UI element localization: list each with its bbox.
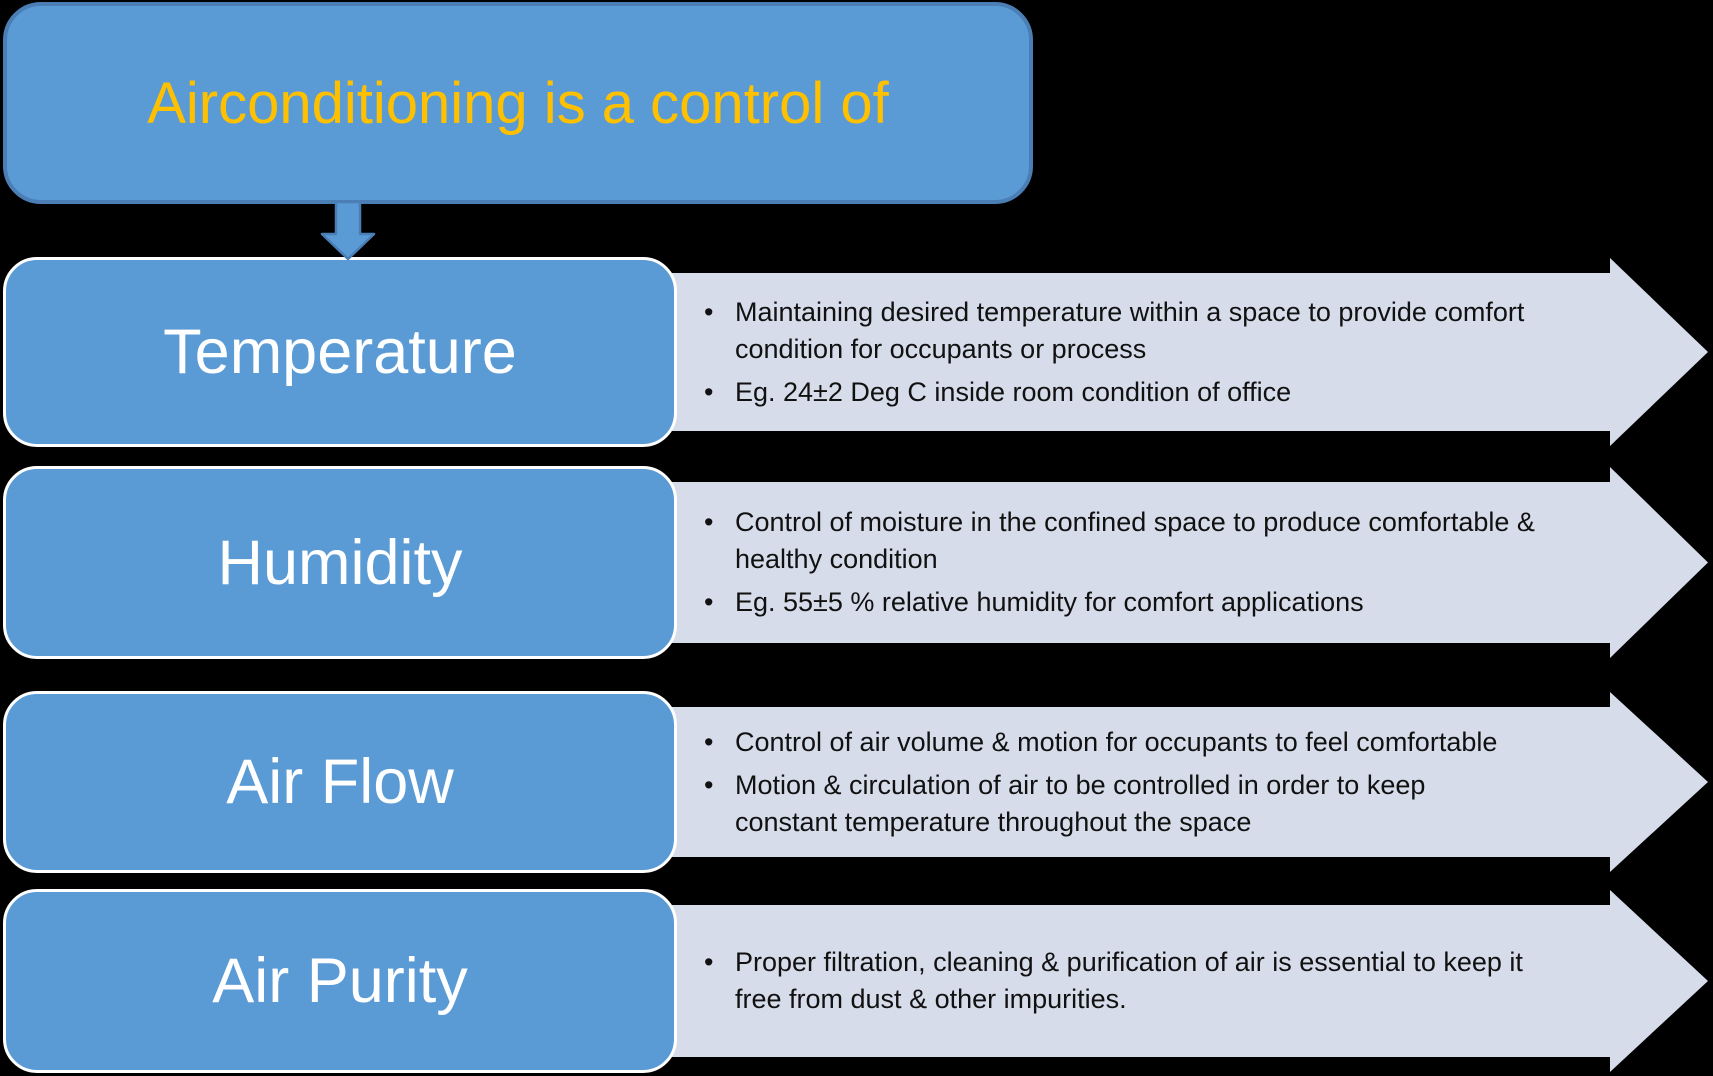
category-label: Air Flow (226, 747, 454, 817)
right-arrow-callout: Control of air volume & motion for occup… (648, 692, 1708, 872)
category-label: Air Purity (212, 946, 468, 1016)
bullet-item: Motion & circulation of air to be contro… (698, 767, 1613, 841)
category-box-temperature: Temperature (3, 257, 677, 447)
category-label: Humidity (217, 527, 463, 598)
down-arrow-icon (320, 201, 376, 261)
bullet-item: Maintaining desired temperature within a… (698, 294, 1613, 368)
bullet-list: Control of moisture in the confined spac… (648, 498, 1708, 627)
category-box-humidity: Humidity (3, 466, 677, 659)
bullet-list: Proper filtration, cleaning & purificati… (648, 938, 1708, 1024)
title-box: Airconditioning is a control of (3, 2, 1033, 204)
right-arrow-callout: Control of moisture in the confined spac… (648, 467, 1708, 658)
bullet-item: Eg. 55±5 % relative humidity for comfort… (698, 584, 1613, 621)
bullet-list: Control of air volume & motion for occup… (648, 718, 1708, 847)
bullet-item: Control of moisture in the confined spac… (698, 504, 1613, 578)
right-arrow-callout: Maintaining desired temperature within a… (648, 258, 1708, 446)
bullet-list: Maintaining desired temperature within a… (648, 288, 1708, 417)
right-arrow-callout: Proper filtration, cleaning & purificati… (648, 890, 1708, 1072)
bullet-item: Eg. 24±2 Deg C inside room condition of … (698, 374, 1613, 411)
category-box-air-flow: Air Flow (3, 691, 677, 873)
category-box-air-purity: Air Purity (3, 889, 677, 1073)
category-label: Temperature (163, 317, 517, 387)
bullet-item: Proper filtration, cleaning & purificati… (698, 944, 1613, 1018)
bullet-item: Control of air volume & motion for occup… (698, 724, 1613, 761)
title-label: Airconditioning is a control of (147, 70, 889, 136)
